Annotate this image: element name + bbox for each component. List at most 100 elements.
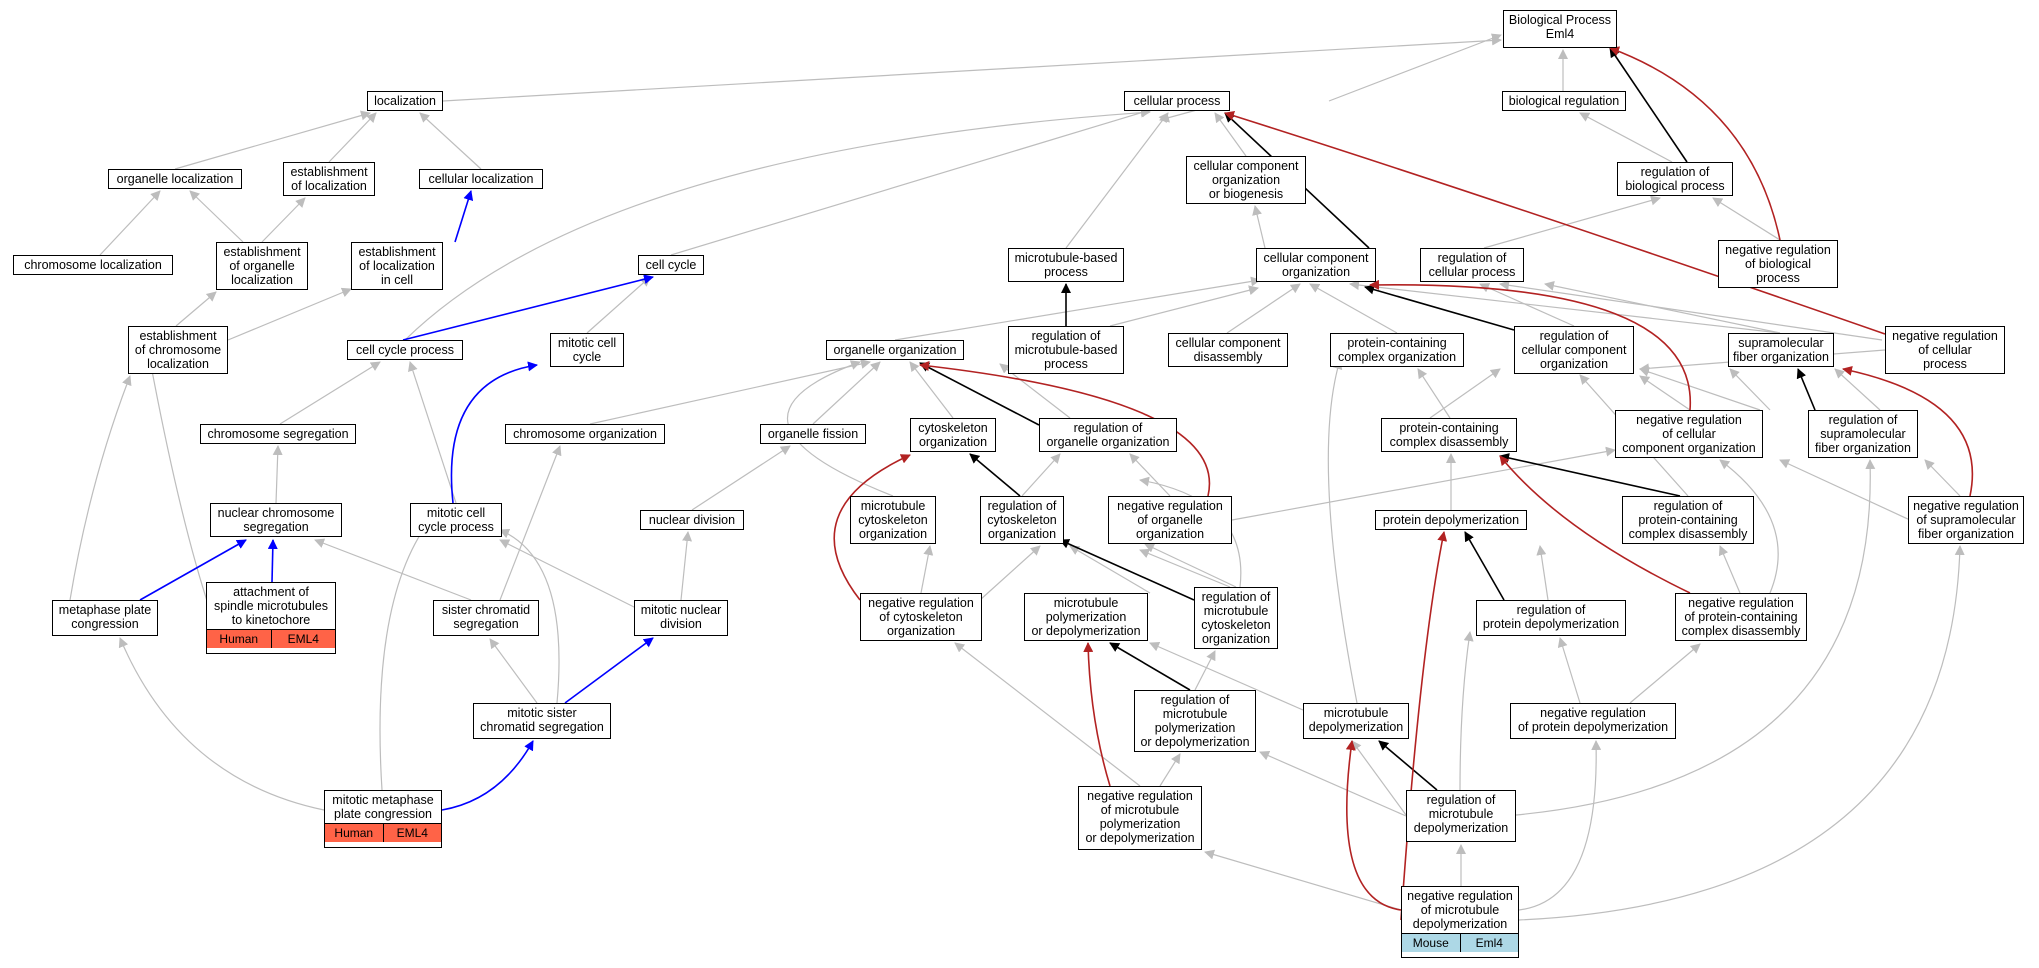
red-edge xyxy=(1499,455,1691,594)
node-label: negative regulation of supramolecular fi… xyxy=(1913,499,2019,541)
node-reg-bio-process[interactable]: regulation of biological process xyxy=(1617,162,1733,196)
node-est-loc-in-cell[interactable]: establishment of localization in cell xyxy=(351,242,443,290)
node-reg-organelle-org[interactable]: regulation of organelle organization xyxy=(1039,418,1177,452)
node-neg-reg-cellular-process[interactable]: negative regulation of cellular process xyxy=(1885,326,2005,374)
gray-edge xyxy=(1159,753,1181,787)
node-mitotic-sister-chrom-seg[interactable]: mitotic sister chromatid segregation xyxy=(473,703,611,739)
gray-edge xyxy=(954,642,1141,787)
node-mitotic-cc-process[interactable]: mitotic cell cycle process xyxy=(410,503,502,537)
node-label: establishment of localization xyxy=(290,165,368,193)
node-nuclear-division[interactable]: nuclear division xyxy=(640,510,744,530)
node-neg-reg-mt-depoly[interactable]: negative regulation of microtubule depol… xyxy=(1401,886,1519,958)
node-neg-reg-bio-process[interactable]: negative regulation of biological proces… xyxy=(1718,240,1838,288)
node-nuclear-chrom-seg[interactable]: nuclear chromosome segregation xyxy=(210,503,342,537)
node-label: mitotic nuclear division xyxy=(640,603,722,631)
node-label: mitotic sister chromatid segregation xyxy=(480,706,604,734)
node-mt-depoly[interactable]: microtubule depolymerization xyxy=(1303,703,1409,739)
node-reg-protein-depoly[interactable]: regulation of protein depolymerization xyxy=(1476,600,1626,636)
node-label: regulation of cellular component organiz… xyxy=(1521,329,1627,371)
node-label: cytoskeleton organization xyxy=(918,421,988,449)
node-neg-reg-supramol-fiber-org[interactable]: negative regulation of supramolecular fi… xyxy=(1908,496,2024,544)
gray-edge xyxy=(1309,283,1398,334)
node-cell-cycle-process[interactable]: cell cycle process xyxy=(347,340,463,360)
node-label: negative regulation of biological proces… xyxy=(1725,243,1831,285)
black-edge xyxy=(1109,642,1191,691)
node-neg-reg-pc-complex-disassembly[interactable]: negative regulation of protein-containin… xyxy=(1675,593,1807,641)
node-label: negative regulation of organelle organiz… xyxy=(1117,499,1223,541)
node-label: negative regulation of protein-containin… xyxy=(1681,596,1801,638)
node-reg-pc-complex-disassembly[interactable]: regulation of protein-containing complex… xyxy=(1622,496,1754,544)
node-label: regulation of microtubule polymerization… xyxy=(1140,693,1250,749)
node-est-organelle-loc[interactable]: establishment of organelle localization xyxy=(216,242,308,290)
node-label: regulation of microtubule cytoskeleton o… xyxy=(1201,590,1271,646)
node-bp[interactable]: Biological Process Eml4 xyxy=(1503,10,1617,48)
node-mt-poly-depoly[interactable]: microtubule polymerization or depolymeri… xyxy=(1024,593,1148,641)
species-tag: Mouse xyxy=(1402,934,1460,952)
node-label: chromosome localization xyxy=(24,258,162,272)
node-cellular-process[interactable]: cellular process xyxy=(1124,91,1230,111)
node-reg-cellular-process[interactable]: regulation of cellular process xyxy=(1420,248,1524,282)
node-label: cellular component disassembly xyxy=(1175,336,1281,364)
node-organelle-localization[interactable]: organelle localization xyxy=(108,169,242,189)
gray-edge xyxy=(1328,33,1502,102)
node-supramol-fiber-org[interactable]: supramolecular fiber organization xyxy=(1728,333,1834,367)
gray-edge xyxy=(1729,368,1771,411)
node-neg-reg-cytoskeleton-org[interactable]: negative regulation of cytoskeleton orga… xyxy=(860,593,982,641)
node-label: Biological Process Eml4 xyxy=(1508,13,1612,41)
node-mt-cytoskeleton-org[interactable]: microtubule cytoskeleton organization xyxy=(850,496,936,544)
node-neg-reg-cc-org[interactable]: negative regulation of cellular componen… xyxy=(1615,410,1763,458)
node-cytoskeleton-org[interactable]: cytoskeleton organization xyxy=(910,418,996,452)
red-edge xyxy=(833,454,911,601)
node-reg-cc-org[interactable]: regulation of cellular component organiz… xyxy=(1514,326,1634,374)
node-mitotic-cell-cycle[interactable]: mitotic cell cycle xyxy=(550,333,624,367)
node-chromosome-localization[interactable]: chromosome localization xyxy=(13,255,173,275)
node-neg-reg-protein-depoly[interactable]: negative regulation of protein depolymer… xyxy=(1510,703,1676,739)
gray-edge xyxy=(272,445,283,504)
node-ccob[interactable]: cellular component organization or bioge… xyxy=(1186,156,1306,204)
red-edge xyxy=(1400,531,1448,921)
gray-edge xyxy=(1194,650,1216,691)
node-pc-complex-disassembly[interactable]: protein-containing complex disassembly xyxy=(1381,418,1517,452)
gray-edge xyxy=(279,361,381,425)
node-label: attachment of spindle microtubules to ki… xyxy=(214,585,328,627)
gray-edge xyxy=(894,276,1261,341)
blue-edge xyxy=(454,190,474,243)
gray-edge xyxy=(670,107,1151,256)
node-reg-mt-depoly[interactable]: regulation of microtubule depolymerizati… xyxy=(1406,790,1516,842)
node-cc-disassembly[interactable]: cellular component disassembly xyxy=(1168,333,1288,367)
node-cell-cycle[interactable]: cell cycle xyxy=(638,255,704,275)
node-sister-chromatid-seg[interactable]: sister chromatid segregation xyxy=(433,600,539,636)
node-reg-mt-based-process[interactable]: regulation of microtubule-based process xyxy=(1008,326,1124,374)
node-reg-mt-cytoskeleton-org[interactable]: regulation of microtubule cytoskeleton o… xyxy=(1194,587,1278,649)
node-biological-regulation[interactable]: biological regulation xyxy=(1502,91,1626,111)
node-localization[interactable]: localization xyxy=(367,91,443,111)
node-neg-reg-organelle-org[interactable]: negative regulation of organelle organiz… xyxy=(1108,496,1232,544)
node-pc-complex-org[interactable]: protein-containing complex organization xyxy=(1330,333,1464,367)
node-reg-cytoskeleton-org[interactable]: regulation of cytoskeleton organization xyxy=(980,496,1064,544)
node-neg-reg-mt-poly-depoly[interactable]: negative regulation of microtubule polym… xyxy=(1078,786,1202,850)
node-protein-depoly[interactable]: protein depolymerization xyxy=(1375,510,1527,530)
node-mt-based-process[interactable]: microtubule-based process xyxy=(1008,248,1124,282)
node-chrom-segregation[interactable]: chromosome segregation xyxy=(200,424,356,444)
node-organelle-org[interactable]: organelle organization xyxy=(826,340,964,360)
node-chrom-org[interactable]: chromosome organization xyxy=(505,424,665,444)
node-cc-org[interactable]: cellular component organization xyxy=(1256,248,1376,282)
node-organelle-fission[interactable]: organelle fission xyxy=(760,424,866,444)
node-cellular-localization[interactable]: cellular localization xyxy=(419,169,543,189)
node-label: biological regulation xyxy=(1508,94,1620,108)
node-metaphase-plate-cong[interactable]: metaphase plate congression xyxy=(52,600,158,636)
node-est-chrom-loc[interactable]: establishment of chromosome localization xyxy=(128,326,228,374)
node-reg-mt-poly-depoly[interactable]: regulation of microtubule polymerization… xyxy=(1134,690,1256,752)
node-label: microtubule polymerization or depolymeri… xyxy=(1031,596,1141,638)
node-reg-supramol-fiber-org[interactable]: regulation of supramolecular fiber organ… xyxy=(1808,410,1918,458)
black-edge xyxy=(1609,47,1688,163)
gray-edge xyxy=(1718,545,1741,594)
gray-edge xyxy=(442,35,1502,102)
node-establishment-localization[interactable]: establishment of localization xyxy=(283,162,375,196)
node-label: negative regulation of cytoskeleton orga… xyxy=(868,596,974,638)
node-attach-spindle[interactable]: attachment of spindle microtubules to ki… xyxy=(206,582,336,654)
gray-edge xyxy=(499,528,560,704)
node-mitotic-nuclear-div[interactable]: mitotic nuclear division xyxy=(634,600,728,636)
